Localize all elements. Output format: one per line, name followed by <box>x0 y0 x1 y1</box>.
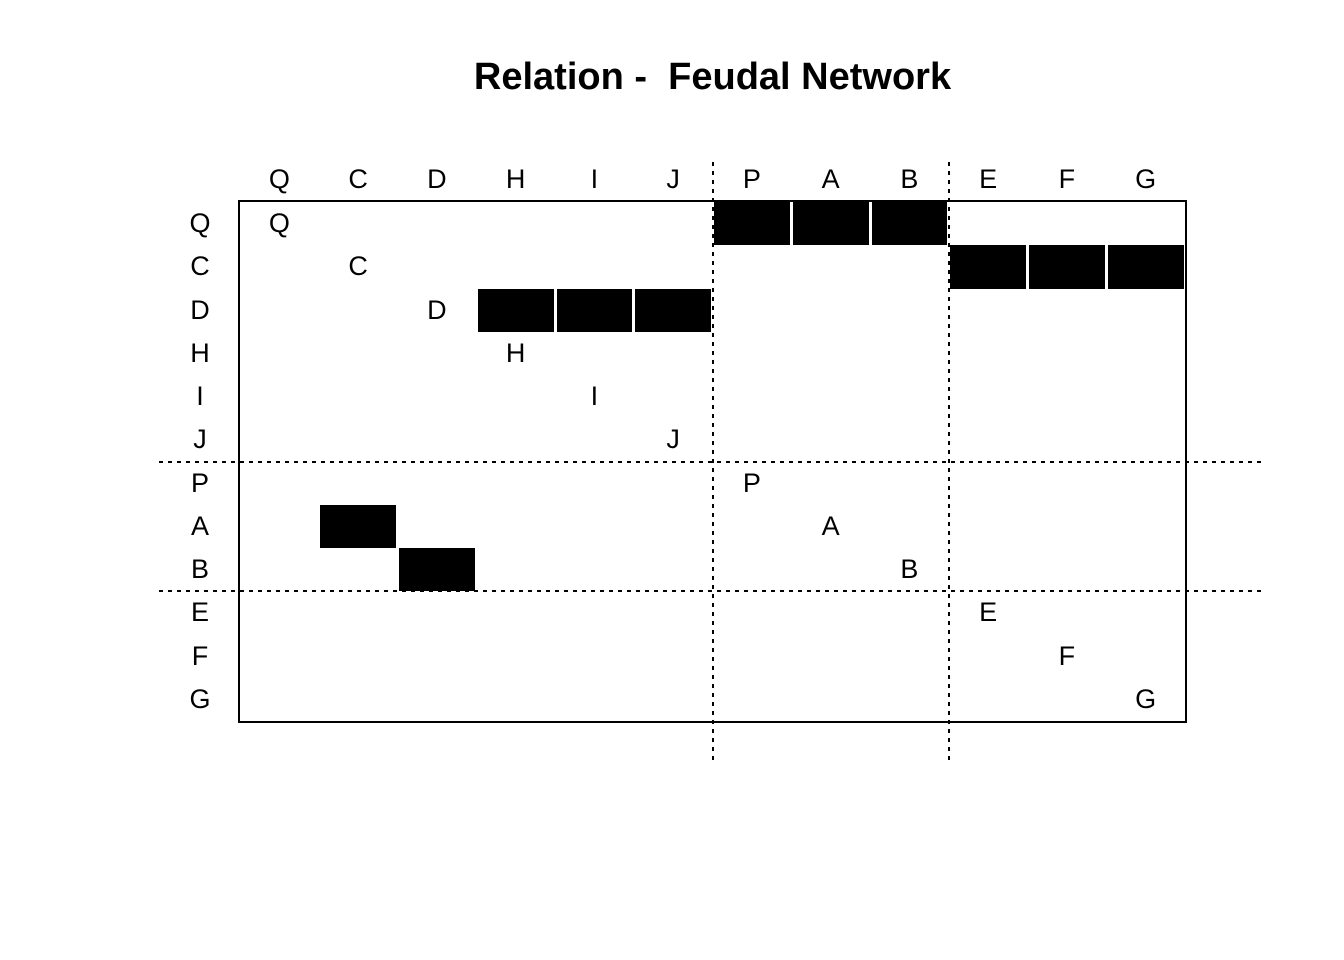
tie-cell-c-e <box>950 245 1026 289</box>
partition-line-horizontal <box>159 460 1263 463</box>
row-label-h: H <box>190 337 210 368</box>
diagonal-label-i: I <box>590 381 599 412</box>
row-label-c: C <box>190 251 210 282</box>
row-label-b: B <box>190 554 209 585</box>
diagonal-label-g: G <box>1135 683 1157 714</box>
tie-cell-c-f <box>1029 245 1105 289</box>
col-label-e: E <box>979 164 998 194</box>
diagonal-label-a: A <box>821 510 840 541</box>
plot-title: Relation - Feudal Network <box>473 56 952 98</box>
tie-cell-q-a <box>792 202 869 246</box>
tie-cell-d-j <box>635 288 711 332</box>
diagonal-label-p: P <box>742 467 761 498</box>
col-label-q: Q <box>268 164 290 194</box>
diagonal-label-e: E <box>979 597 998 628</box>
partition-line-vertical <box>947 162 950 764</box>
col-label-f: F <box>1058 164 1076 194</box>
row-label-p: P <box>190 467 209 498</box>
col-label-a: A <box>821 164 840 194</box>
row-label-f: F <box>191 640 209 671</box>
row-label-j: J <box>193 424 207 455</box>
diagonal-label-h: H <box>505 337 526 368</box>
tie-cell-b-d <box>399 548 475 592</box>
row-label-a: A <box>190 510 209 541</box>
row-label-i: I <box>196 381 204 412</box>
row-label-d: D <box>190 294 210 325</box>
tie-cell-c-g <box>1107 245 1184 289</box>
tie-cell-d-h <box>477 288 554 332</box>
col-label-c: C <box>348 164 368 194</box>
tie-cell-d-i <box>556 288 633 332</box>
row-label-g: G <box>189 683 211 714</box>
col-label-h: H <box>505 164 526 194</box>
tie-cell-q-b <box>871 202 948 246</box>
diagonal-label-d: D <box>427 294 447 325</box>
col-label-j: J <box>666 164 680 194</box>
row-label-q: Q <box>189 208 211 239</box>
tie-cell-q-p <box>714 202 790 246</box>
col-label-d: D <box>427 164 447 194</box>
partition-line-horizontal <box>159 590 1263 593</box>
col-label-g: G <box>1135 164 1157 194</box>
col-label-p: P <box>742 164 761 194</box>
diagonal-label-q: Q <box>268 208 290 239</box>
row-label-e: E <box>190 597 209 628</box>
diagonal-label-j: J <box>666 424 680 455</box>
col-label-b: B <box>900 164 919 194</box>
diagonal-label-c: C <box>348 251 368 282</box>
tie-cell-a-c <box>320 504 396 548</box>
diagonal-label-b: B <box>900 554 919 585</box>
col-label-i: I <box>590 164 599 194</box>
diagonal-label-f: F <box>1058 640 1076 671</box>
partition-line-vertical <box>711 162 714 764</box>
